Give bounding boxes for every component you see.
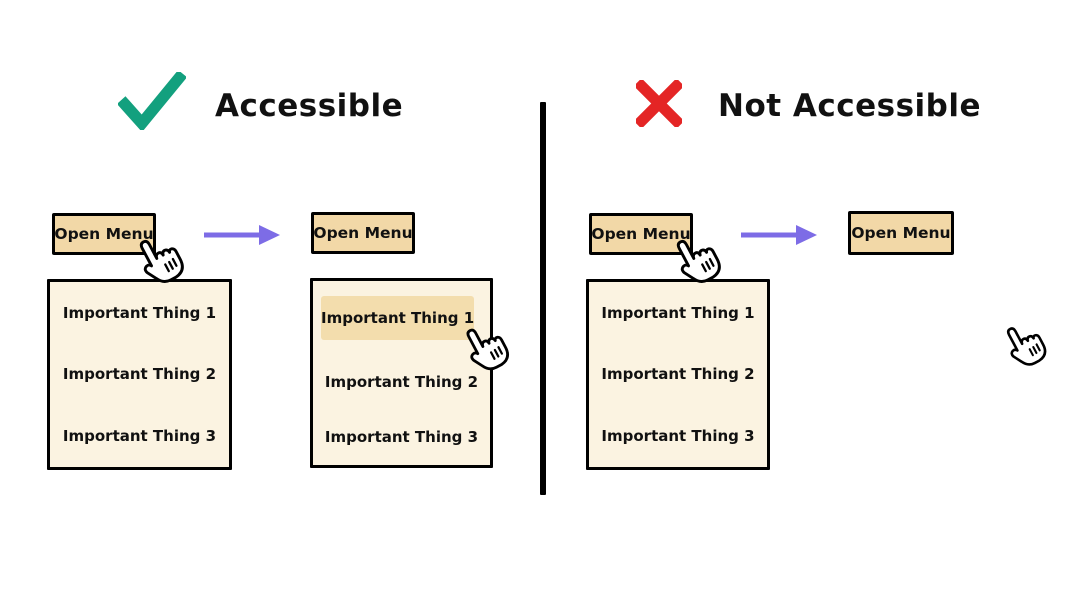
not-accessible-title: Not Accessible bbox=[718, 88, 981, 124]
menu-item[interactable]: Important Thing 2 bbox=[324, 372, 479, 391]
open-menu-button-accessible-after[interactable]: Open Menu bbox=[311, 212, 415, 254]
open-menu-button-inaccessible-before[interactable]: Open Menu bbox=[589, 213, 693, 255]
menu-item[interactable]: Important Thing 3 bbox=[601, 427, 755, 446]
menu-item[interactable]: Important Thing 2 bbox=[62, 365, 217, 384]
dropdown-menu-accessible-before: Important Thing 1 Important Thing 2 Impo… bbox=[47, 279, 232, 470]
check-icon bbox=[118, 72, 186, 130]
cross-icon bbox=[636, 80, 682, 127]
open-menu-button-accessible-before[interactable]: Open Menu bbox=[52, 213, 156, 255]
menu-item[interactable]: Important Thing 1 bbox=[601, 303, 755, 322]
arrow-right-icon bbox=[739, 222, 819, 248]
section-divider bbox=[540, 102, 546, 495]
dropdown-menu-inaccessible-before: Important Thing 1 Important Thing 2 Impo… bbox=[586, 279, 770, 470]
open-menu-button-label: Open Menu bbox=[54, 225, 154, 243]
open-menu-button-inaccessible-after[interactable]: Open Menu bbox=[848, 211, 954, 255]
menu-item[interactable]: Important Thing 2 bbox=[601, 365, 755, 384]
menu-item[interactable]: Important Thing 1 bbox=[62, 303, 217, 322]
arrow-right-icon bbox=[202, 222, 282, 248]
hand-cursor-icon bbox=[990, 312, 1060, 382]
dropdown-menu-accessible-after: Important Thing 1 Important Thing 2 Impo… bbox=[310, 278, 493, 468]
menu-item[interactable]: Important Thing 3 bbox=[324, 428, 479, 447]
accessible-title: Accessible bbox=[215, 88, 404, 124]
menu-item-focused[interactable]: Important Thing 1 bbox=[321, 295, 474, 340]
open-menu-button-label: Open Menu bbox=[591, 225, 691, 243]
open-menu-button-label: Open Menu bbox=[313, 224, 413, 242]
menu-item[interactable]: Important Thing 3 bbox=[62, 427, 217, 446]
open-menu-button-label: Open Menu bbox=[851, 224, 951, 242]
